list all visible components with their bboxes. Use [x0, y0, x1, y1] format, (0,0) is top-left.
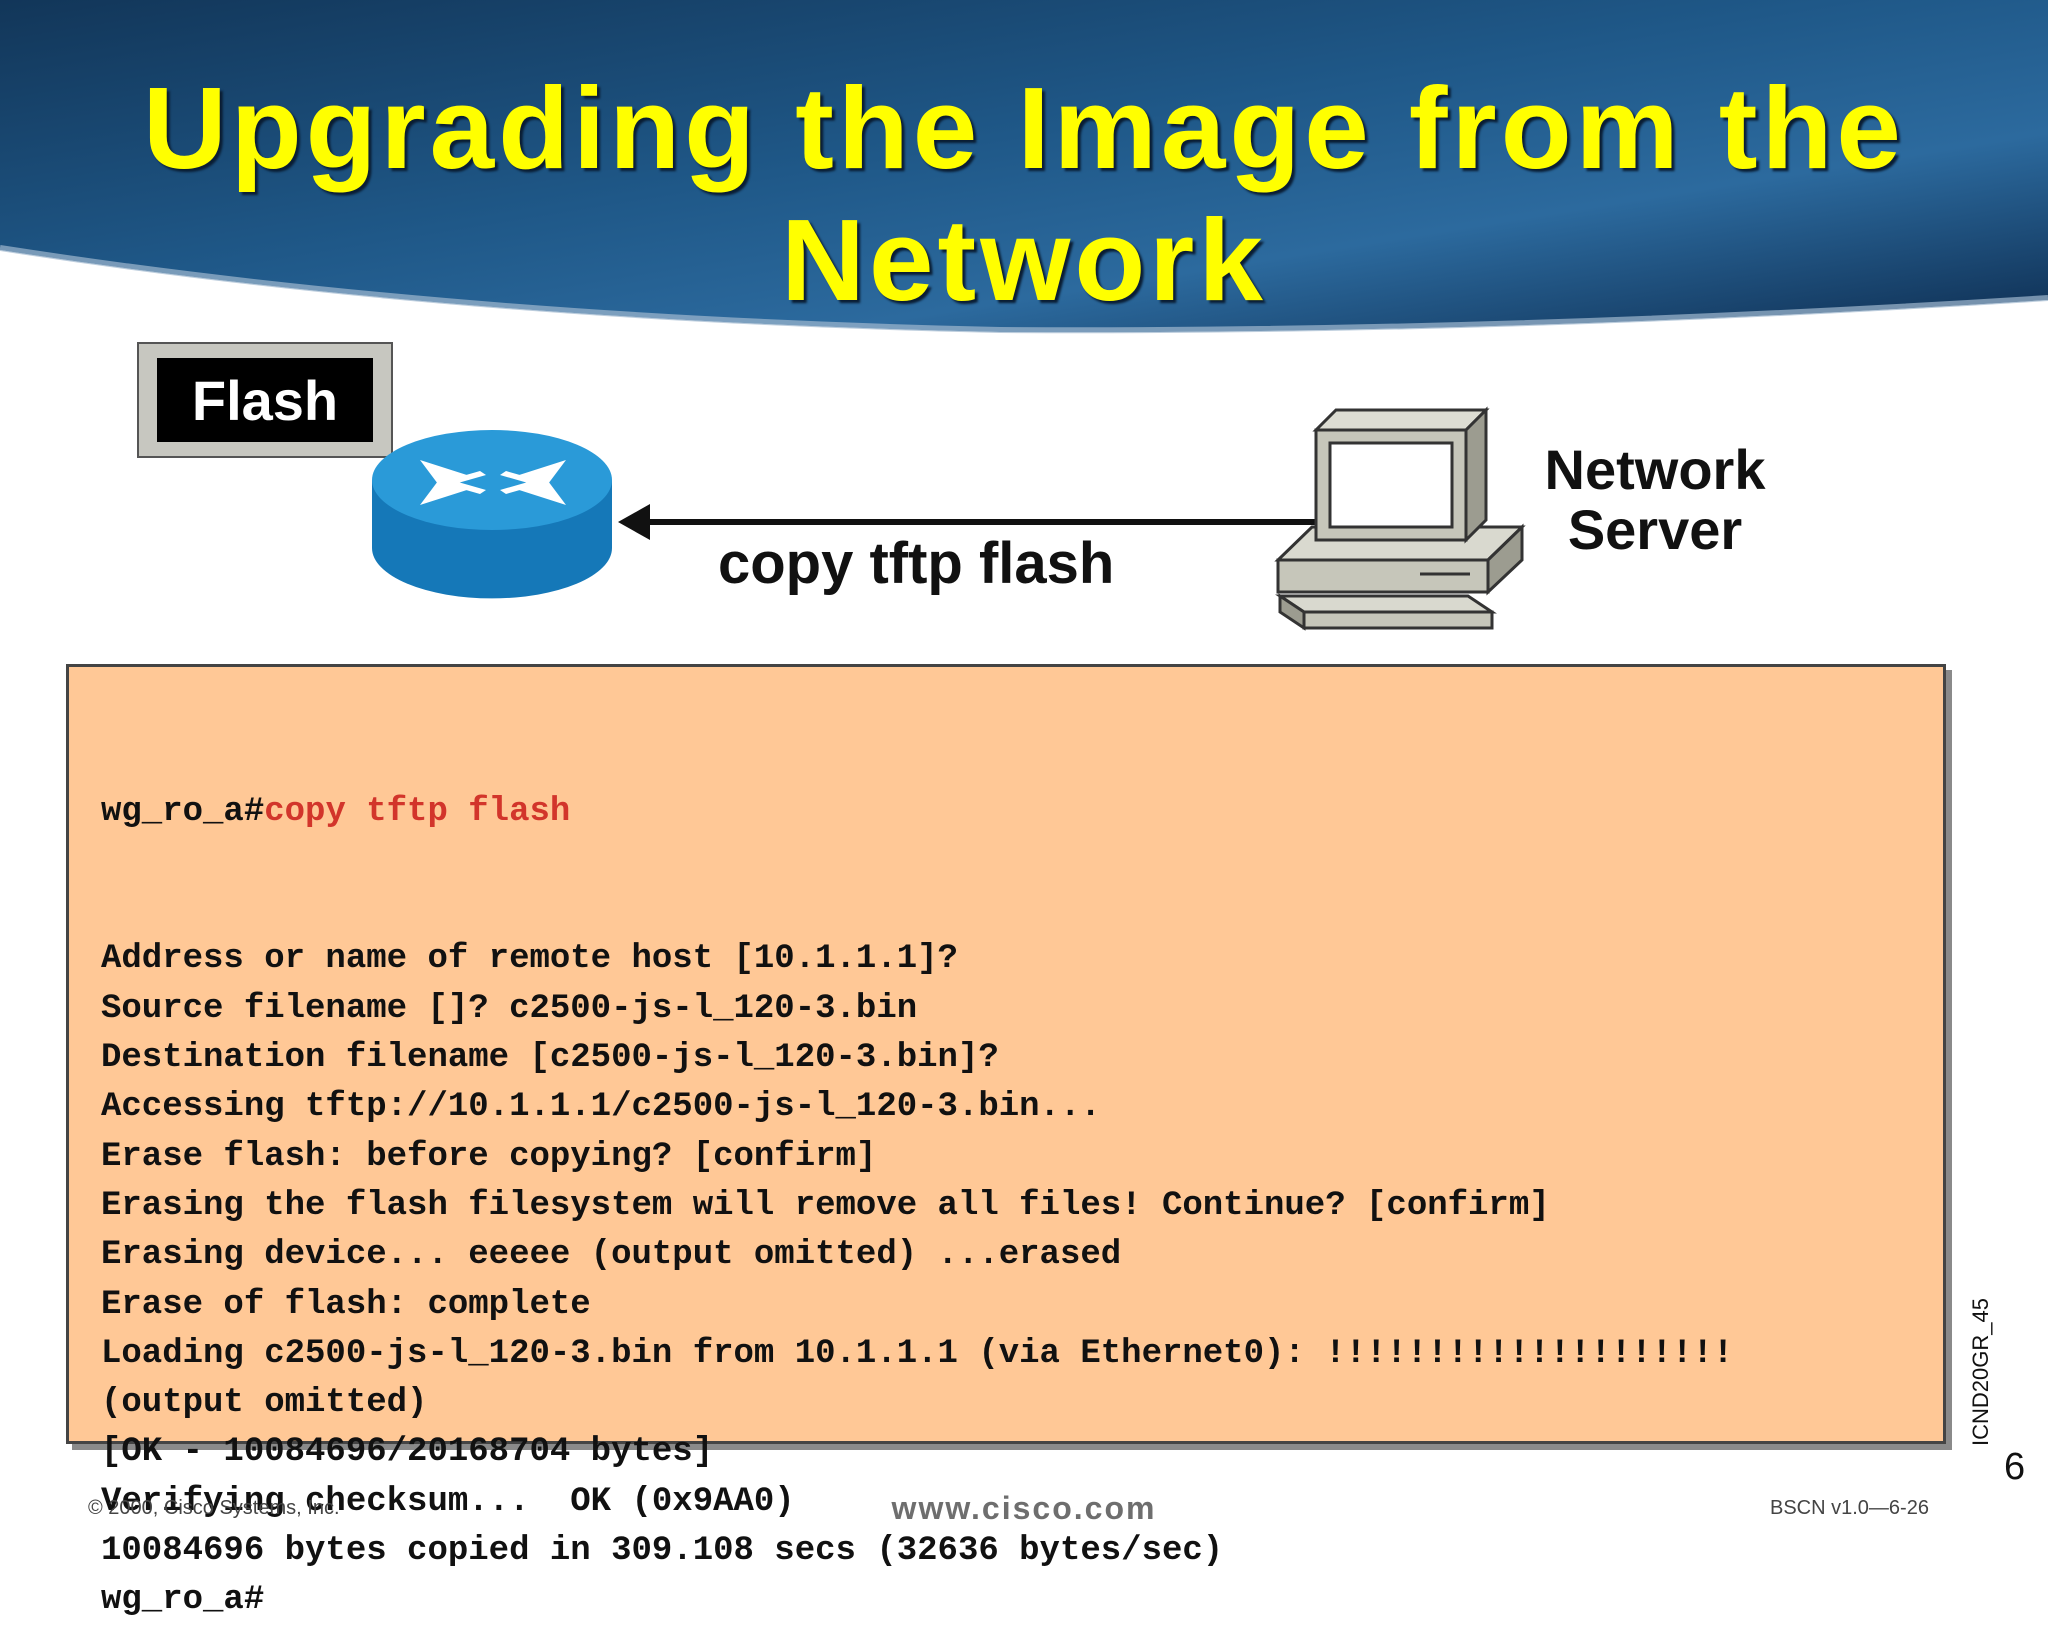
- terminal-line: Erase flash: before copying? [confirm]: [101, 1137, 877, 1176]
- terminal-line: (output omitted): [101, 1384, 428, 1423]
- flash-label: Flash: [157, 358, 373, 442]
- terminal-line: Erasing the flash filesystem will remove…: [101, 1186, 1550, 1225]
- server-label-line-2: Server: [1567, 498, 1743, 561]
- flash-box: Flash: [137, 342, 393, 458]
- page-number: 6: [2004, 1446, 2026, 1488]
- slide-title: Upgrading the Image from the Network: [0, 62, 2048, 326]
- computer-icon: [1274, 406, 1526, 631]
- footer-course-code: BSCN v1.0—6-26: [1770, 1497, 1929, 1519]
- copy-command-label: copy tftp flash: [718, 531, 1115, 596]
- slide-title-line-2: Network: [781, 195, 1267, 325]
- terminal-line: Loading c2500-js-l_120-3.bin from 10.1.1…: [101, 1334, 1734, 1373]
- terminal-line: Erasing device... eeeee (output omitted)…: [101, 1236, 1122, 1275]
- router-icon: [372, 430, 612, 599]
- terminal-line: wg_ro_a#: [101, 1581, 265, 1620]
- network-diagram: [372, 406, 1526, 631]
- header-banner: [0, 0, 2048, 340]
- terminal-line: Destination filename [c2500-js-l_120-3.b…: [101, 1039, 999, 1078]
- arrow-left-icon: [618, 504, 1315, 540]
- terminal-line: Address or name of remote host [10.1.1.1…: [101, 940, 958, 979]
- terminal-lines: wg_ro_a#copy tftp flash Address or name …: [101, 689, 1733, 1626]
- terminal-command: copy tftp flash: [264, 792, 571, 831]
- terminal-line: Erase of flash: complete: [101, 1285, 591, 1324]
- terminal-line: Verifying checksum... OK (0x9AA0): [101, 1482, 795, 1521]
- terminal-line: 10084696 bytes copied in 309.108 secs (3…: [101, 1532, 1224, 1571]
- terminal-command-line: wg_ro_a#copy tftp flash: [101, 788, 1733, 837]
- footer-url: www.cisco.com: [891, 1490, 1157, 1526]
- network-server-label: Network Server: [1520, 440, 1790, 560]
- slide-side-code: ICND20GR_45: [1968, 1298, 1993, 1446]
- server-label-line-1: Network: [1544, 438, 1766, 501]
- footer-copyright: © 2000, Cisco Systems, Inc.: [88, 1497, 340, 1519]
- terminal-line: [OK - 10084696/20168704 bytes]: [101, 1433, 714, 1472]
- terminal-line: Accessing tftp://10.1.1.1/c2500-js-l_120…: [101, 1088, 1101, 1127]
- slide-title-line-1: Upgrading the Image from the: [143, 63, 1905, 193]
- terminal-prompt: wg_ro_a#: [101, 792, 265, 831]
- terminal-line: Source filename []? c2500-js-l_120-3.bin: [101, 989, 918, 1028]
- terminal-output-box: wg_ro_a#copy tftp flash Address or name …: [66, 664, 1946, 1619]
